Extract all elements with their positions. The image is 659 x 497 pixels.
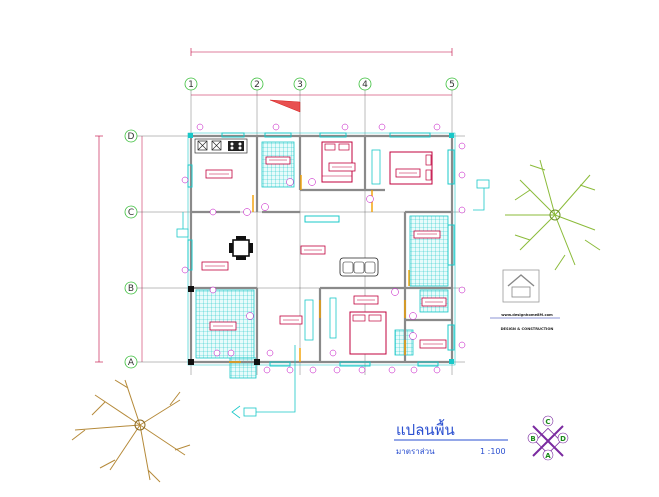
sofa bbox=[339, 257, 379, 277]
svg-text:C: C bbox=[128, 208, 134, 218]
entrance-arrows bbox=[176, 179, 490, 419]
bathroom-2-tiles bbox=[409, 215, 449, 287]
tree-bottom-left bbox=[71, 379, 191, 483]
tv-cabinet bbox=[304, 299, 314, 341]
compass-bottom: A bbox=[545, 452, 551, 460]
svg-text:2: 2 bbox=[254, 80, 260, 90]
grid-column-5: 5 bbox=[445, 77, 459, 91]
svg-text:5: 5 bbox=[449, 80, 455, 90]
dimension-lines bbox=[95, 48, 453, 363]
grid-column-1: 1 bbox=[184, 77, 198, 91]
kitchen bbox=[194, 138, 248, 154]
plan-title: แปลนพื้น bbox=[396, 419, 455, 439]
room-tag-lines bbox=[205, 159, 443, 345]
svg-text:D: D bbox=[128, 132, 135, 142]
scale-value: 1 :100 bbox=[480, 447, 506, 456]
tag-bath-1 bbox=[265, 156, 291, 165]
svg-text:1: 1 bbox=[188, 80, 194, 90]
bedroom-1-bed bbox=[321, 141, 381, 185]
bedroom-3-bed bbox=[329, 297, 387, 355]
scale-label: มาตราส่วน bbox=[396, 447, 435, 456]
company-logo bbox=[502, 269, 540, 303]
dining-set bbox=[229, 236, 253, 260]
svg-text:B: B bbox=[128, 284, 134, 294]
north-roof-mark bbox=[269, 99, 301, 113]
grid-column-3: 3 bbox=[293, 77, 307, 91]
compass-top: C bbox=[545, 418, 550, 426]
grid-column-4: 4 bbox=[358, 77, 372, 91]
compass-symbol: C B D A bbox=[527, 415, 569, 461]
company-website: www.designhome8M.com bbox=[501, 313, 553, 317]
svg-text:4: 4 bbox=[362, 80, 368, 90]
svg-text:3: 3 bbox=[297, 80, 303, 90]
structural-posts bbox=[188, 133, 454, 365]
company-tagline: DESIGN & CONSTRUCTION bbox=[501, 327, 554, 331]
compass-right: D bbox=[560, 435, 566, 443]
grid-row-b: B bbox=[124, 281, 138, 295]
windows bbox=[187, 132, 455, 367]
grid-column-2: 2 bbox=[250, 77, 264, 91]
opening-markers bbox=[181, 123, 466, 374]
grid-row-a: A bbox=[124, 355, 138, 369]
tag-bath-2 bbox=[413, 230, 441, 239]
grid-row-c: C bbox=[124, 205, 138, 219]
svg-text:A: A bbox=[128, 358, 135, 368]
bedroom-2-bed bbox=[389, 151, 433, 185]
tree-top-right bbox=[505, 159, 601, 271]
grid-row-d: D bbox=[124, 129, 138, 143]
grid-row-markers: D C B A bbox=[124, 129, 138, 369]
compass-left: B bbox=[530, 435, 535, 443]
grid-column-markers: 1 2 3 4 5 bbox=[184, 77, 459, 91]
